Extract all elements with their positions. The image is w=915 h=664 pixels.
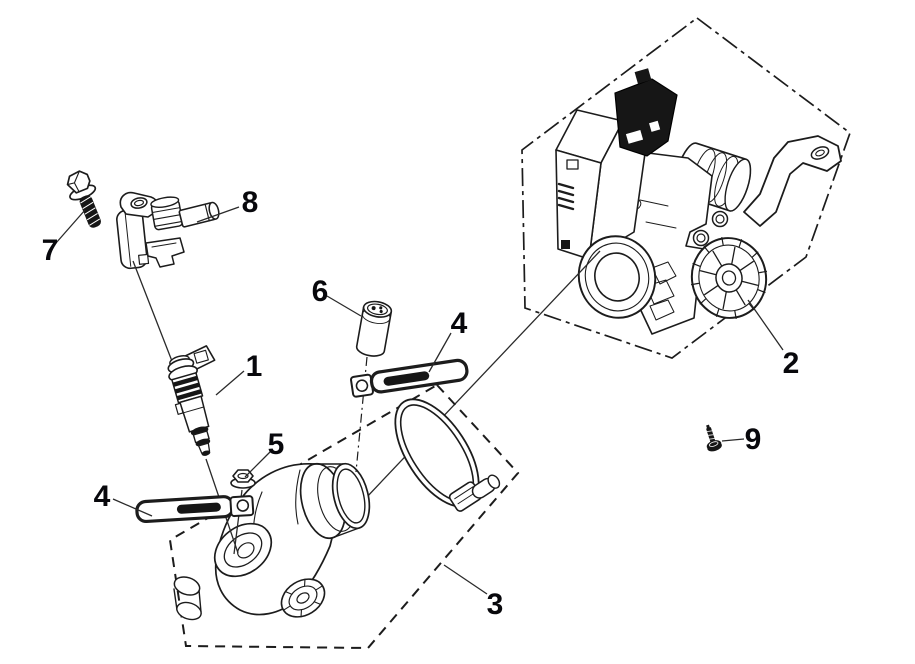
- clamp-band-lower-illustration: [135, 495, 255, 524]
- clamp-upper-end-plate: [350, 373, 374, 398]
- screw-illustration: [706, 424, 722, 452]
- pipe-open-rim: [331, 462, 371, 530]
- flange-nut-illustration: [230, 469, 256, 489]
- injector-holder-illustration: [116, 191, 220, 270]
- fuel-injector-illustration: [167, 345, 216, 456]
- throttle-bore: [577, 235, 657, 319]
- callout-8: 8: [242, 186, 259, 219]
- leader-line-1: [215, 370, 245, 396]
- pipe-ribbed-dome: [280, 578, 326, 618]
- holder-outlet-pipe: [178, 201, 220, 228]
- callout-9: 9: [745, 423, 762, 456]
- throttle-body-assembly-group: 2: [521, 16, 852, 380]
- flange-bolt-group: 7: [42, 170, 102, 267]
- holder-ribbed-joint: [150, 196, 184, 231]
- throttle-body-illustration: [555, 68, 842, 335]
- callout-2: 2: [783, 347, 800, 380]
- leader-line-4-lower: [112, 498, 153, 517]
- leader-line-3: [443, 564, 488, 595]
- bracket-eyelet: [810, 146, 830, 160]
- clamp-lower-end-plate: [229, 495, 255, 518]
- clamp-band-lower-group: 4: [94, 480, 255, 524]
- callout-1: 1: [246, 350, 263, 383]
- screw-group: 9: [706, 423, 762, 456]
- leader-line-4-upper: [428, 332, 452, 373]
- nut-hex: [232, 469, 254, 483]
- leader-line-9: [721, 438, 745, 442]
- throttle-body-boundary-outline: [521, 16, 852, 359]
- sensor-hole-top: [566, 159, 579, 170]
- disc-rim-ticks: [690, 237, 768, 319]
- leader-line-6: [326, 295, 362, 317]
- cap-illustration: [355, 300, 393, 357]
- callout-4-upper: 4: [451, 307, 468, 340]
- bracket-eyelet-hole: [815, 149, 825, 157]
- hose-clamp: [394, 398, 501, 512]
- pipe-flange-face: [213, 522, 273, 578]
- clamp-band-upper-illustration: [350, 358, 469, 398]
- holder-clamp-block: [145, 237, 185, 268]
- callout-5: 5: [268, 428, 285, 461]
- callout-4-lower: 4: [94, 480, 111, 513]
- flange-bolt-illustration: [66, 170, 102, 228]
- flange-nut-group: 5: [230, 428, 285, 555]
- sensor-hole-bottom: [561, 240, 570, 249]
- pipe-neck-sides: [313, 463, 360, 539]
- body-bolt-holes: [692, 210, 729, 247]
- callout-3: 3: [487, 588, 504, 621]
- leader-line-5: [244, 450, 272, 478]
- assembly-line-holder-to-injector: [132, 260, 178, 375]
- callout-6: 6: [312, 275, 329, 308]
- clamp-lower-slot: [176, 502, 221, 514]
- bolt-head: [66, 170, 91, 194]
- clamp-upper-hole: [355, 379, 369, 393]
- holder-body-cylinder: [116, 208, 150, 270]
- injector-body: [179, 395, 210, 433]
- leader-line-2: [747, 299, 784, 351]
- clamp-band-upper-group: 4: [350, 307, 469, 398]
- injector-tip: [201, 450, 211, 456]
- sensor-vent-stripes: [557, 182, 575, 211]
- holder-flange-hole: [130, 197, 148, 209]
- leader-line-8: [196, 206, 240, 223]
- pipe-ear-boss-left: [173, 576, 202, 621]
- connector-block: [614, 68, 678, 157]
- fuel-injector-group: 1: [167, 345, 263, 554]
- cap-group: 6: [312, 275, 393, 473]
- clamp-lower-hole: [236, 499, 250, 512]
- injector-holder-group: 8: [116, 186, 259, 375]
- leader-line-7: [55, 209, 86, 244]
- callout-7: 7: [42, 234, 59, 267]
- clamp-upper-slot: [383, 371, 430, 386]
- disc-spokes: [699, 246, 759, 310]
- sensor-disc: [690, 237, 768, 319]
